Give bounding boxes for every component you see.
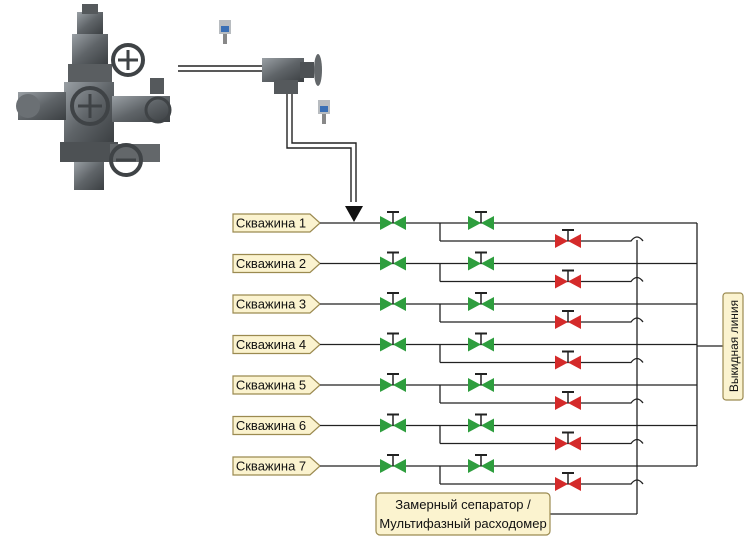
flow-arrow-icon xyxy=(345,206,363,222)
well-label: Скважина 7 xyxy=(236,459,306,474)
well-row: Скважина 1 xyxy=(232,213,697,242)
well-label-tag[interactable]: Скважина 7 xyxy=(232,456,321,476)
well-valve-green[interactable] xyxy=(380,211,406,230)
well-label-tag[interactable]: Скважина 5 xyxy=(232,375,321,395)
outlet-valve-green[interactable] xyxy=(468,373,494,392)
christmas-tree-wellhead-icon xyxy=(16,4,172,190)
well-label: Скважина 5 xyxy=(236,378,306,393)
well-row: Скважина 4 xyxy=(232,334,697,364)
outlet-valve-green[interactable] xyxy=(468,332,494,352)
well-valve-green[interactable] xyxy=(380,292,406,311)
choke-valve-icon xyxy=(262,54,322,94)
separator-label-line1: Замерный сепаратор / xyxy=(395,497,531,512)
well-row: Скважина 5 xyxy=(232,375,697,404)
pressure-transmitter-icon xyxy=(219,20,231,44)
outlet-line-box: Выкидная линия xyxy=(722,292,744,401)
well-label-tag[interactable]: Скважина 3 xyxy=(232,294,321,314)
outlet-valve-green[interactable] xyxy=(468,211,494,230)
test-valve-red[interactable] xyxy=(555,310,581,329)
pipe-choke-to-manifold xyxy=(286,94,357,202)
test-valve-red[interactable] xyxy=(555,431,581,451)
well-label: Скважина 3 xyxy=(236,297,306,312)
well-valve-green[interactable] xyxy=(380,413,406,433)
outlet-valve-green[interactable] xyxy=(468,413,494,433)
well-label: Скважина 1 xyxy=(236,216,306,231)
well-valve-green[interactable] xyxy=(380,454,406,473)
well-label-tag[interactable]: Скважина 4 xyxy=(232,334,321,355)
well-row: Скважина 3 xyxy=(232,294,697,323)
well-valve-green[interactable] xyxy=(380,251,406,271)
test-valve-red[interactable] xyxy=(555,269,581,289)
outlet-valve-green[interactable] xyxy=(468,454,494,473)
manifold: Скважина 1 Скважина 2 Скважина 3 Скважина 4… xyxy=(232,211,723,515)
test-valve-red[interactable] xyxy=(555,391,581,410)
pressure-transmitter-icon xyxy=(318,100,330,124)
well-valve-green[interactable] xyxy=(380,332,406,352)
well-label: Скважина 2 xyxy=(236,256,306,271)
well-label: Скважина 6 xyxy=(236,418,306,433)
well-row: Скважина 6 xyxy=(232,415,697,445)
outlet-valve-green[interactable] xyxy=(468,292,494,311)
well-label-tag[interactable]: Скважина 6 xyxy=(232,415,321,436)
separator-label-line2: Мультифазный расходомер xyxy=(379,516,546,531)
test-valve-red[interactable] xyxy=(555,229,581,248)
well-label: Скважина 4 xyxy=(236,337,306,352)
pipe-wellhead-to-choke xyxy=(178,65,262,72)
well-label-tag[interactable]: Скважина 2 xyxy=(232,253,321,274)
test-valve-red[interactable] xyxy=(555,350,581,370)
well-row: Скважина 7 xyxy=(232,456,697,485)
well-label-tag[interactable]: Скважина 1 xyxy=(232,213,321,233)
test-valve-red[interactable] xyxy=(555,472,581,491)
separator-box: Замерный сепаратор / Мультифазный расход… xyxy=(375,492,551,536)
well-row: Скважина 2 xyxy=(232,253,697,283)
well-valve-green[interactable] xyxy=(380,373,406,392)
outlet-valve-green[interactable] xyxy=(468,251,494,271)
outlet-line-label: Выкидная линия xyxy=(727,300,741,392)
